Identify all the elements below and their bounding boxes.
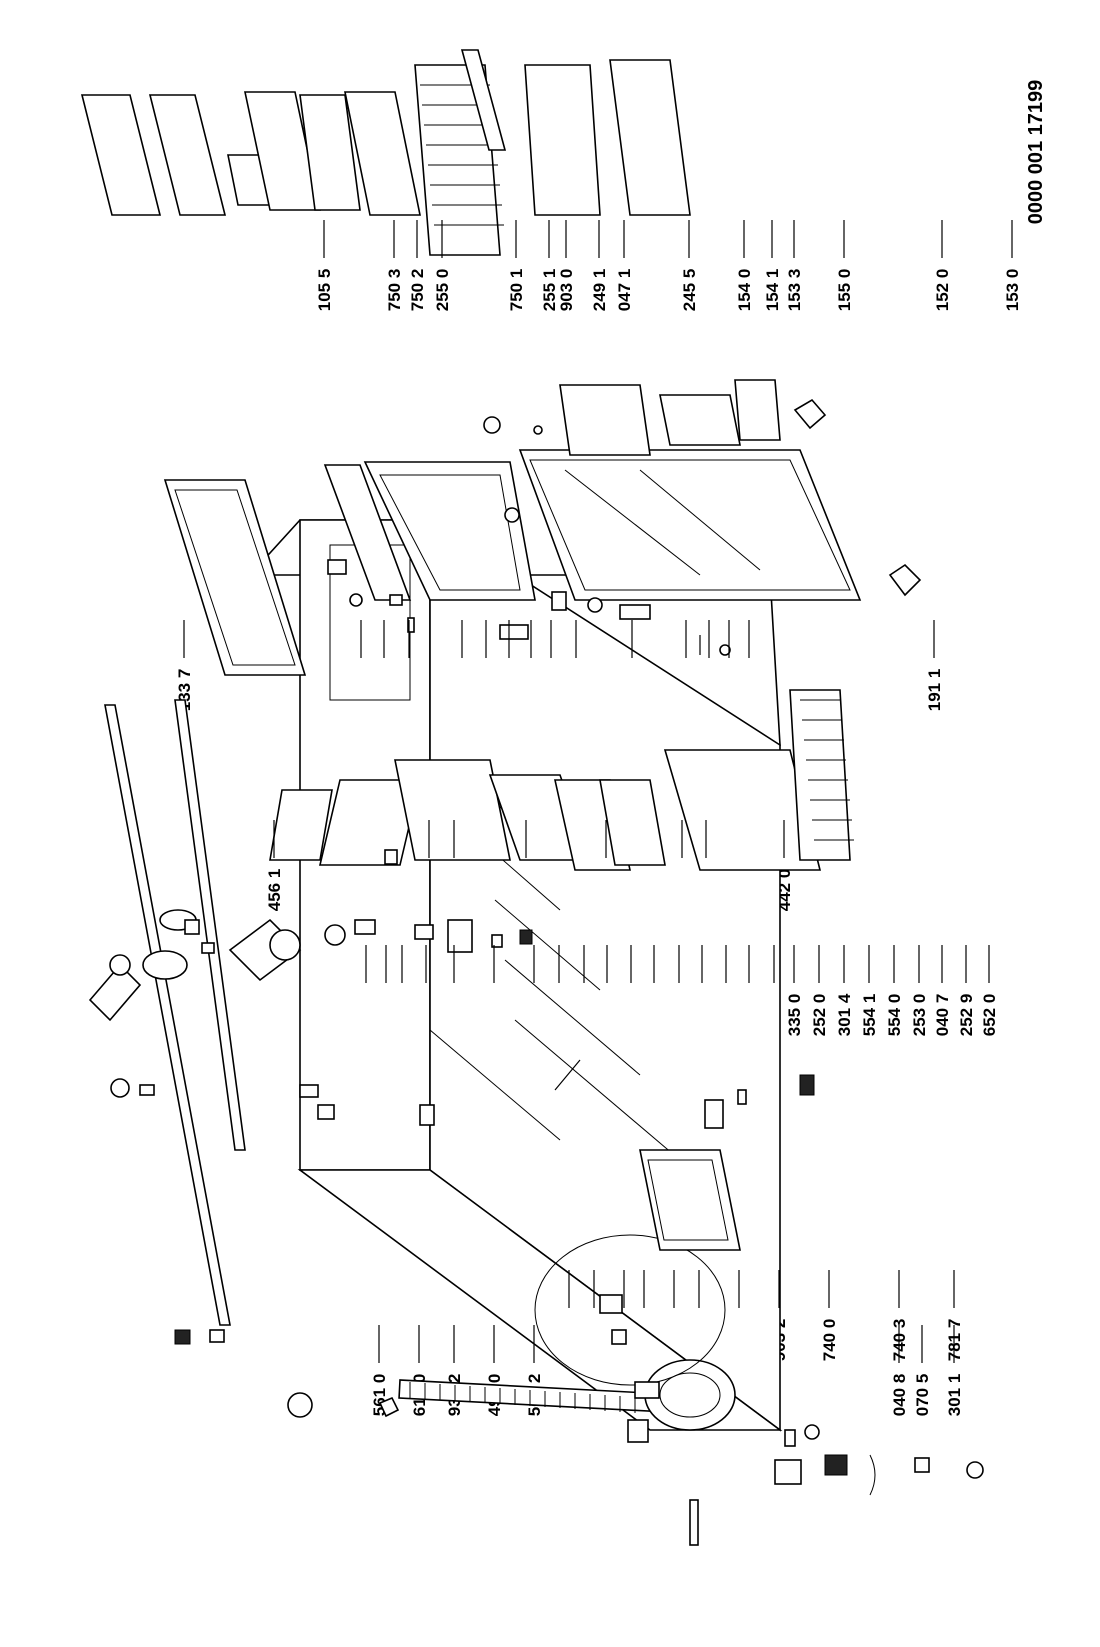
part-number-label: 245 5	[680, 269, 699, 312]
part-number-label: 740 0	[820, 1319, 839, 1362]
part-number-label: 040 8	[890, 1374, 909, 1417]
thermostat-assembly	[88, 909, 533, 1022]
door-gasket	[163, 479, 307, 676]
part-number-label: 153 0	[1003, 269, 1022, 312]
part-number-label: 750 3	[385, 269, 404, 312]
part-number-label: 255 0	[433, 269, 452, 312]
part-number-label: 301 4	[835, 993, 854, 1036]
part-number-label: 652 0	[980, 994, 999, 1037]
part-number-label: 154 0	[735, 269, 754, 312]
part-number-label: 249 1	[590, 269, 609, 312]
crisper-drawer-bottom	[639, 1149, 741, 1251]
door-shelves	[80, 49, 691, 256]
freezer-tray	[269, 689, 854, 871]
door-hardware	[327, 507, 922, 656]
part-number-label: 152 0	[933, 269, 952, 312]
door-bin-fittings	[483, 379, 827, 456]
part-number-label: 301 1	[945, 1374, 964, 1417]
leader-lines	[183, 220, 1013, 1363]
part-number-label: 750 2	[408, 269, 427, 312]
fridge-door	[518, 449, 862, 601]
part-number-label: 191 1	[925, 669, 944, 712]
small-fittings-left	[110, 1078, 400, 1418]
part-number-label: 255 1	[540, 269, 559, 312]
part-number-label: 554 1	[860, 994, 879, 1037]
part-number-label: 554 0	[885, 994, 904, 1037]
part-number-label: 105 5	[315, 269, 334, 312]
part-number-label: 040 7	[933, 994, 952, 1037]
part-number-label: 335 0	[785, 994, 804, 1037]
part-number-label: 252 9	[957, 994, 976, 1037]
part-number-label: 153 3	[785, 269, 804, 312]
part-number-label: 252 0	[810, 994, 829, 1037]
part-number-label: 154 1	[763, 269, 782, 312]
part-number-label: 070 5	[913, 1374, 932, 1417]
freezer-door	[323, 461, 536, 601]
part-number-label: 750 1	[507, 269, 526, 312]
part-number-label: 253 0	[910, 994, 929, 1037]
document-number: 0000 001 17199	[1025, 80, 1047, 225]
control-panel-parts	[299, 1059, 815, 1129]
part-number-label: 047 1	[615, 269, 634, 312]
compressor	[534, 1234, 736, 1431]
small-fittings-bottom	[599, 1294, 984, 1546]
part-number-label: 456 1	[265, 869, 284, 912]
part-number-label: 155 0	[835, 269, 854, 312]
part-number-label: 903 0	[557, 269, 576, 312]
top-trim-strip	[104, 699, 246, 1326]
cabinet-body	[248, 518, 783, 1432]
